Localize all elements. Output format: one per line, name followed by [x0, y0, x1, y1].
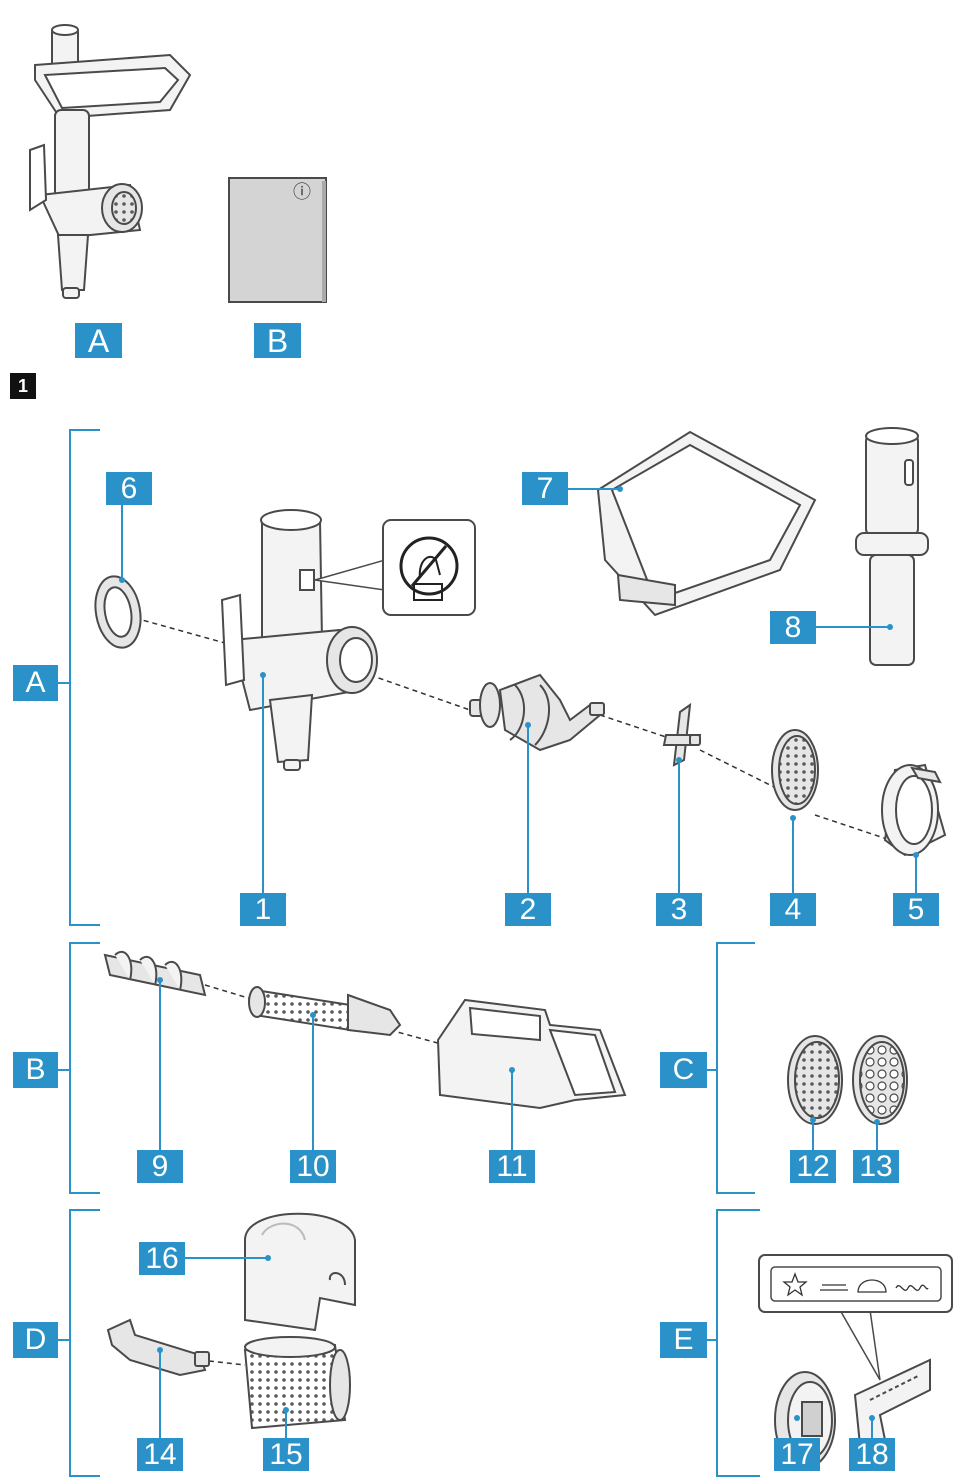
berry-press-housing-icon: [436, 998, 627, 1110]
shape-template-icon: [853, 1358, 931, 1447]
part-label-8: 8: [770, 611, 816, 644]
part-label-2: 2: [505, 893, 551, 926]
no-hands-warning-icon: [314, 519, 476, 616]
fine-disc-icon: [787, 1035, 843, 1125]
part-label-1: 1: [240, 893, 286, 926]
part-label-7: 7: [522, 472, 568, 505]
drum-shaft-icon: [106, 1318, 210, 1377]
part-label-14: 14: [137, 1438, 183, 1471]
cutting-blade-icon: [662, 702, 702, 767]
part-label-3: 3: [656, 893, 702, 926]
part-label-9: 9: [137, 1150, 183, 1183]
top-label-b: B: [254, 323, 301, 358]
group-label-a: A: [13, 665, 58, 701]
top-label-a: A: [75, 323, 122, 358]
group-label-d: D: [13, 1322, 58, 1358]
part-label-13: 13: [853, 1150, 899, 1183]
part-label-16: 16: [139, 1242, 185, 1275]
perforated-disc-icon: [771, 729, 819, 811]
ring-icon: [94, 575, 142, 649]
instruction-manual-icon: [228, 177, 327, 303]
pusher-icon: [855, 427, 929, 666]
part-label-4: 4: [770, 893, 816, 926]
threaded-ring-icon: [881, 763, 947, 857]
part-label-18: 18: [849, 1438, 895, 1471]
group-label-c: C: [660, 1052, 707, 1088]
part-label-10: 10: [290, 1150, 336, 1183]
biscuit-shapes-icon: [758, 1254, 953, 1381]
part-label-11: 11: [489, 1150, 535, 1183]
group-brackets: [58, 429, 760, 1477]
part-label-12: 12: [790, 1150, 836, 1183]
drum-cover-icon: [244, 1212, 356, 1332]
part-label-5: 5: [893, 893, 939, 926]
screw-auger-icon: [469, 673, 605, 752]
part-label-17: 17: [774, 1438, 820, 1471]
strainer-icon: [248, 986, 402, 1037]
info-symbol: ⓘ: [293, 182, 311, 203]
berry-press-screw-icon: [103, 950, 207, 997]
grater-drum-icon: [243, 1336, 351, 1430]
grinder-housing-icon: [220, 509, 378, 771]
leader-dots: [119, 486, 919, 1421]
figure-number: 1: [10, 373, 36, 399]
part-label-6: 6: [106, 472, 152, 505]
part-label-15: 15: [263, 1438, 309, 1471]
group-label-e: E: [660, 1322, 707, 1358]
filling-tray-icon: [596, 430, 817, 617]
meat-grinder-assembled-icon: [29, 24, 192, 299]
group-label-b: B: [13, 1052, 58, 1088]
coarse-disc-icon: [852, 1035, 908, 1125]
